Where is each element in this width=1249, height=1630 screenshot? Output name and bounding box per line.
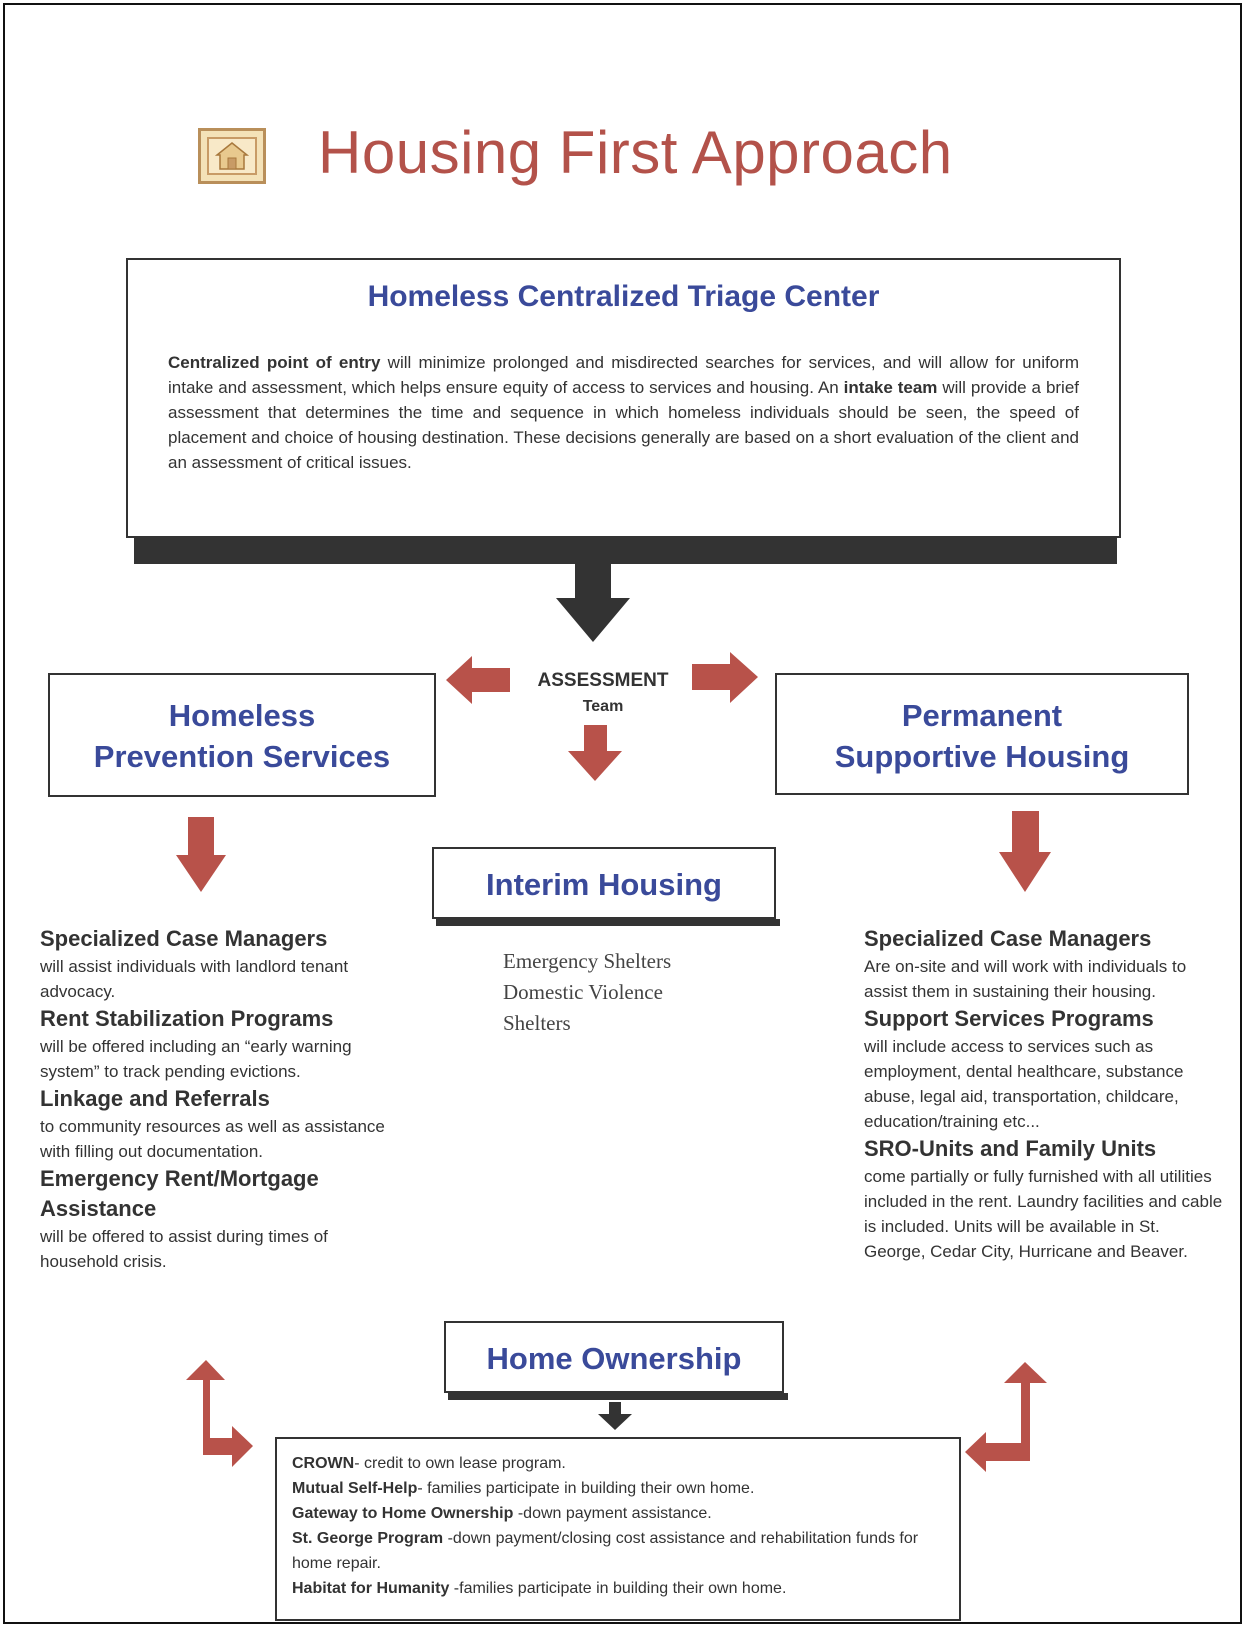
- triage-entry-text: will minimize prolonged and misdirected …: [168, 353, 1079, 397]
- prevention-item-text: to community resources as well as assist…: [40, 1117, 385, 1161]
- interim-housing-box: Interim Housing: [432, 847, 776, 919]
- psh-item-text: will include access to services such as …: [864, 1037, 1184, 1131]
- program-item: Mutual Self-Help- families participate i…: [292, 1476, 949, 1501]
- home-ownership-box: Home Ownership: [444, 1321, 784, 1393]
- arrow-down-interim: [568, 725, 622, 781]
- prevention-item-heading: Linkage and Referrals: [40, 1086, 270, 1111]
- page-frame: [3, 3, 1242, 1624]
- home-ownership-heading: Home Ownership: [486, 1341, 742, 1376]
- prevention-heading-line2: Prevention Services: [93, 739, 391, 774]
- prevention-details: Specialized Case Managers will assist in…: [40, 924, 390, 1274]
- program-item: CROWN- credit to own lease program.: [292, 1451, 949, 1476]
- interim-item: Shelters: [503, 1011, 571, 1035]
- arrow-down-dark: [556, 562, 630, 642]
- home-ownership-programs: CROWN- credit to own lease program. Mutu…: [292, 1451, 949, 1601]
- program-item: St. George Program -down payment/closing…: [292, 1526, 949, 1576]
- prevention-item-heading: Rent Stabilization Programs: [40, 1006, 334, 1031]
- triage-heading: Homeless Centralized Triage Center: [367, 280, 880, 313]
- assessment-label: ASSESSMENT: [537, 670, 669, 691]
- program-desc: - families participate in building their…: [417, 1480, 755, 1497]
- program-desc: -down payment assistance.: [513, 1505, 712, 1522]
- arrow-right-assessment: [692, 652, 758, 703]
- program-item: Gateway to Home Ownership -down payment …: [292, 1501, 949, 1526]
- psh-heading-line2: Supportive Housing: [834, 739, 1130, 774]
- interim-item: Domestic Violence: [503, 980, 663, 1004]
- triage-box-shadow: [134, 538, 1117, 564]
- program-name: Habitat for Humanity: [292, 1580, 450, 1597]
- prevention-heading: Homeless Prevention Services: [50, 695, 434, 777]
- program-name: Mutual Self-Help: [292, 1480, 418, 1497]
- prevention-heading-line1: Homeless: [168, 698, 316, 733]
- page-title: Housing First Approach: [318, 119, 953, 186]
- interim-heading: Interim Housing: [486, 867, 722, 902]
- triage-center-box: Homeless Centralized Triage Center Centr…: [126, 258, 1121, 538]
- prevention-item-heading: Specialized Case Managers: [40, 926, 328, 951]
- prevention-item-heading: Emergency Rent/Mortgage Assistance: [40, 1166, 319, 1221]
- house-icon: [198, 128, 266, 184]
- psh-item-heading: Support Services Programs: [864, 1006, 1154, 1031]
- program-name: St. George Program: [292, 1530, 444, 1547]
- program-name: CROWN: [292, 1455, 355, 1472]
- interim-item: Emergency Shelters: [503, 949, 672, 973]
- home-ownership-programs-box: CROWN- credit to own lease program. Mutu…: [275, 1437, 961, 1621]
- prevention-item-text: will be offered including an “early warn…: [40, 1037, 352, 1081]
- assessment-team-label: Team: [582, 698, 624, 715]
- psh-item-text: Are on-site and will work with individua…: [864, 957, 1187, 1001]
- psh-heading-line1: Permanent: [901, 698, 1063, 733]
- interim-box-shadow: [436, 919, 780, 926]
- program-desc: - credit to own lease program.: [354, 1455, 566, 1472]
- interim-items: Emergency Shelters Domestic Violence She…: [503, 946, 671, 1039]
- supportive-housing-box: Permanent Supportive Housing: [775, 673, 1189, 795]
- arrow-elbow-right: [965, 1362, 1047, 1472]
- psh-item-heading: SRO-Units and Family Units: [864, 1136, 1157, 1161]
- triage-intake-text: will provide a brief assessment that det…: [168, 378, 1080, 472]
- prevention-item-text: will assist individuals with landlord te…: [40, 957, 349, 1001]
- program-item: Habitat for Humanity -families participa…: [292, 1576, 949, 1601]
- triage-entry-label: Centralized point of entry: [168, 353, 381, 372]
- psh-item-heading: Specialized Case Managers: [864, 926, 1152, 951]
- psh-heading: Permanent Supportive Housing: [777, 695, 1187, 777]
- psh-details: Specialized Case Managers Are on-site an…: [864, 924, 1224, 1264]
- arrow-down-home-ownership: [598, 1402, 632, 1430]
- program-desc: -families participate in building their …: [449, 1580, 787, 1597]
- arrow-elbow-left: [186, 1360, 253, 1467]
- prevention-item-text: will be offered to assist during times o…: [40, 1227, 328, 1271]
- arrow-down-psh: [999, 811, 1051, 892]
- triage-description: Centralized point of entry will minimize…: [168, 350, 1079, 475]
- triage-intake-label: intake team: [843, 378, 938, 397]
- arrow-left-assessment: [446, 656, 510, 704]
- prevention-services-box: Homeless Prevention Services: [48, 673, 436, 797]
- program-name: Gateway to Home Ownership: [292, 1505, 514, 1522]
- arrow-down-prevention: [176, 817, 226, 892]
- home-ownership-box-shadow: [448, 1393, 788, 1400]
- psh-item-text: come partially or fully furnished with a…: [864, 1167, 1223, 1261]
- program-desc: -down payment/closing cost assistance an…: [292, 1530, 919, 1572]
